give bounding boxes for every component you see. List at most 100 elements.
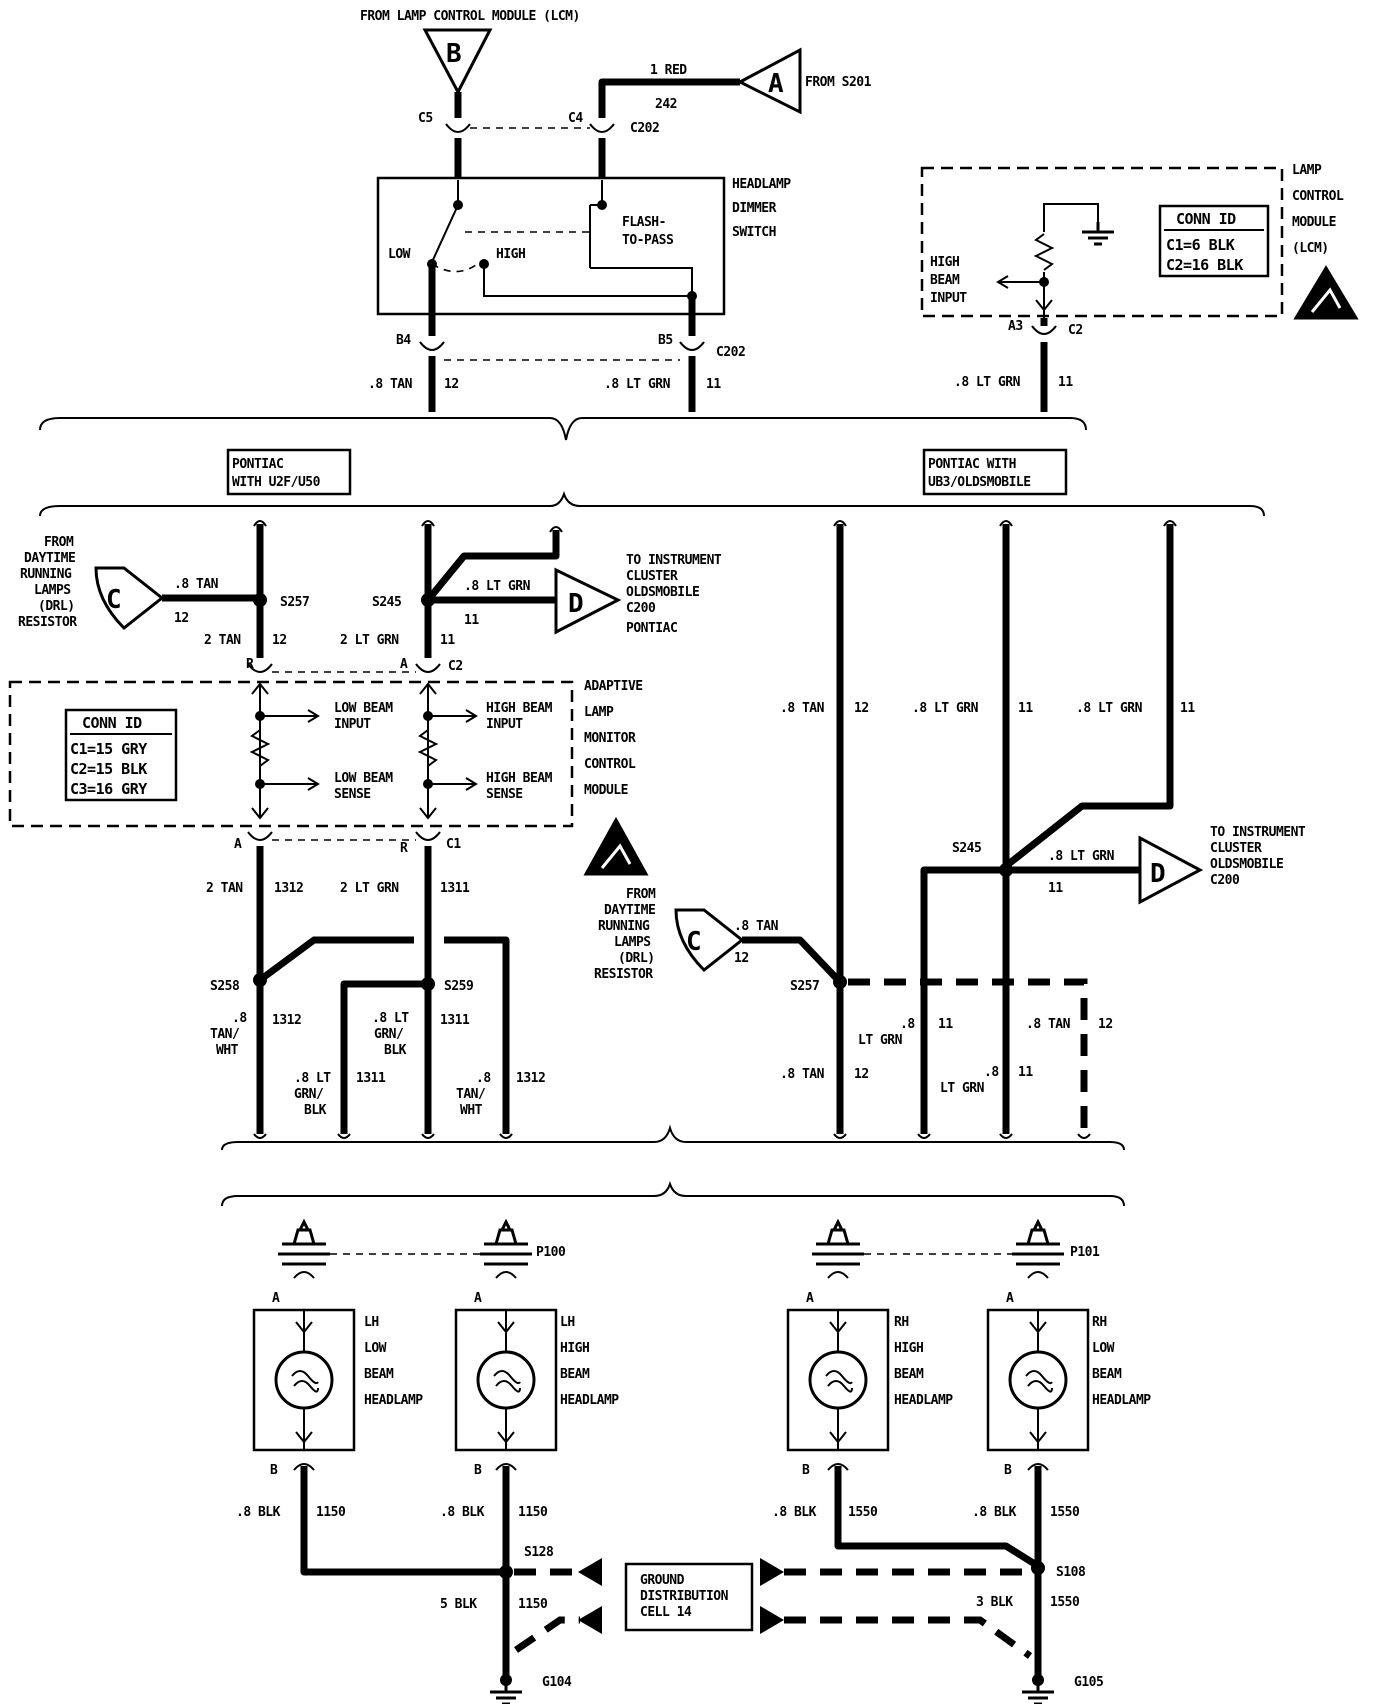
drl-right-5: (DRL) bbox=[618, 951, 655, 966]
brace-lower-2 bbox=[221, 1180, 1125, 1207]
drl-right-2: DAYTIME bbox=[604, 903, 655, 918]
ml-tan-wire: .8 TAN bbox=[174, 577, 219, 592]
from-lcm-label: FROM LAMP CONTROL MODULE (LCM) bbox=[360, 9, 580, 24]
lh-low-1: LH bbox=[364, 1315, 379, 1330]
pin-b-4: B bbox=[1004, 1463, 1012, 1478]
ml-r2: R bbox=[400, 841, 408, 856]
rh-high-1: RH bbox=[894, 1315, 909, 1330]
blk3-circuit: 1550 bbox=[1050, 1595, 1080, 1610]
rh-circuit-2: 1550 bbox=[1050, 1505, 1080, 1520]
ml-ltgrn2: 2 LT GRN bbox=[340, 633, 399, 648]
mr-ltgrn-a-2: LT GRN bbox=[858, 1033, 903, 1048]
ml-ltgrn2-circuit: 11 bbox=[440, 633, 455, 648]
brace-top bbox=[39, 417, 1087, 441]
ml-w3-2: GRN/ bbox=[294, 1087, 324, 1102]
top-ltgrn-circuit: 11 bbox=[706, 377, 721, 392]
pin-b-3: B bbox=[802, 1463, 810, 1478]
ml-s245: S245 bbox=[372, 595, 401, 610]
b5-label: B5 bbox=[658, 333, 673, 348]
pin-a-1: A bbox=[272, 1291, 280, 1306]
connector-d-right: D bbox=[1138, 835, 1204, 905]
ml-w3-1: .8 LT bbox=[294, 1071, 331, 1086]
ml-tan2: 2 TAN bbox=[204, 633, 241, 648]
c202-label: C202 bbox=[630, 121, 659, 136]
ml-cluster-5: PONTIAC bbox=[626, 621, 677, 636]
lh-low-3: BEAM bbox=[364, 1367, 394, 1382]
mr-ltgrn-b-1: .8 bbox=[984, 1065, 999, 1080]
lcm-circuit-label: 11 bbox=[1058, 375, 1073, 390]
red-wire-label: 1 RED bbox=[650, 63, 687, 78]
flash-label-1: FLASH- bbox=[622, 215, 666, 230]
switch-name-1: HEADLAMP bbox=[732, 177, 791, 192]
ground-g105-icon bbox=[1020, 1680, 1056, 1704]
lh-high-3: BEAM bbox=[560, 1367, 590, 1382]
alm-name-5: MODULE bbox=[584, 783, 628, 798]
rh-low-beam-lamp bbox=[986, 1308, 1090, 1452]
svg-text:C: C bbox=[106, 585, 122, 615]
ml-s259: S259 bbox=[444, 979, 473, 994]
svg-text:D: D bbox=[568, 589, 584, 619]
plug-lh-low bbox=[276, 1220, 332, 1280]
mr-ltgrn-wire: .8 LT GRN bbox=[912, 701, 979, 716]
pin-b-1: B bbox=[270, 1463, 278, 1478]
alm-lbi-2: INPUT bbox=[334, 717, 371, 732]
headlamp-dimmer-switch-box bbox=[376, 176, 726, 316]
gdc-1: GROUND bbox=[640, 1573, 685, 1588]
s128-label: S128 bbox=[524, 1545, 554, 1560]
lcm-module-box bbox=[920, 166, 1284, 318]
mr-ltgrn-a-1: .8 bbox=[900, 1017, 915, 1032]
rh-circuit-1: 1550 bbox=[848, 1505, 878, 1520]
svg-text:D: D bbox=[1150, 859, 1166, 889]
ml-w4-3: WHT bbox=[460, 1103, 483, 1118]
drl-right-3: RUNNING bbox=[598, 919, 650, 934]
alm-hbs-1: HIGH BEAM bbox=[486, 771, 553, 786]
ml-w3-circuit: 1311 bbox=[356, 1071, 386, 1086]
variant-right-box bbox=[922, 448, 1068, 496]
ml-cluster-2: CLUSTER bbox=[626, 569, 678, 584]
c202b-label: C202 bbox=[716, 345, 745, 360]
plug-rh-low bbox=[1010, 1220, 1066, 1280]
mr-ltgrn-circuit: 11 bbox=[1018, 701, 1033, 716]
c4-label: C4 bbox=[568, 111, 583, 126]
ml-s257: S257 bbox=[280, 595, 309, 610]
lcm-conn-id-title: CONN ID bbox=[1176, 210, 1236, 228]
lcm-name-4: (LCM) bbox=[1292, 241, 1329, 256]
switch-name-3: SWITCH bbox=[732, 225, 776, 240]
mr-ltgrn-circuit2: 11 bbox=[1180, 701, 1195, 716]
gdc-3: CELL 14 bbox=[640, 1605, 692, 1620]
drl-right-4: LAMPS bbox=[614, 935, 651, 950]
connector-c-right: C bbox=[674, 908, 745, 973]
ground-g104-icon bbox=[488, 1680, 524, 1704]
plug-lh-high bbox=[478, 1220, 534, 1280]
drl-left-6: RESISTOR bbox=[18, 615, 77, 630]
ml-ltgrn-out: 2 LT GRN bbox=[340, 881, 399, 896]
ml-w1-circuit: 1312 bbox=[272, 1013, 301, 1028]
alm-name-2: LAMP bbox=[584, 705, 614, 720]
mr-tan-circuit: 12 bbox=[854, 701, 869, 716]
lcm-hbi-2: BEAM bbox=[930, 273, 960, 288]
variant-left-box bbox=[226, 448, 352, 496]
lh-low-2: LOW bbox=[364, 1341, 387, 1356]
ml-tan-out-circuit: 1312 bbox=[274, 881, 303, 896]
lh-low-4: HEADLAMP bbox=[364, 1393, 423, 1408]
s108-label: S108 bbox=[1056, 1565, 1086, 1580]
connector-c-left: C bbox=[94, 566, 165, 631]
mr-tan-b: .8 TAN bbox=[780, 1067, 825, 1082]
lcm-name-2: CONTROL bbox=[1292, 189, 1344, 204]
alm-name-4: CONTROL bbox=[584, 757, 636, 772]
lcm-conn-id-2: C2=16 BLK bbox=[1166, 256, 1243, 274]
alm-conn-id-title: CONN ID bbox=[82, 714, 142, 732]
g105-label: G105 bbox=[1074, 1675, 1103, 1690]
ml-w2-2: GRN/ bbox=[374, 1027, 404, 1042]
blk5-label: 5 BLK bbox=[440, 1597, 477, 1612]
alm-conn-id-2: C2=15 BLK bbox=[70, 760, 147, 778]
gdc-2: DISTRIBUTION bbox=[640, 1589, 729, 1604]
drl-left-5: (DRL) bbox=[38, 599, 75, 614]
switch-name-2: DIMMER bbox=[732, 201, 777, 216]
variant-left-2: WITH U2F/U50 bbox=[232, 475, 321, 490]
blk-2: .8 BLK bbox=[440, 1505, 485, 1520]
lcm-hbi-3: INPUT bbox=[930, 291, 967, 306]
rh-high-3: BEAM bbox=[894, 1367, 924, 1382]
ml-w4-2: TAN/ bbox=[456, 1087, 486, 1102]
ml-ltgrn-wire: .8 LT GRN bbox=[464, 579, 531, 594]
